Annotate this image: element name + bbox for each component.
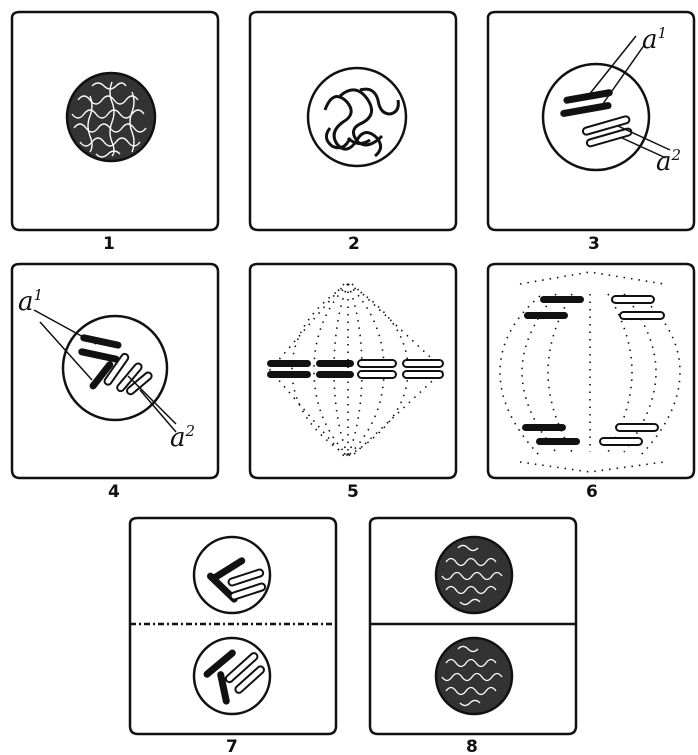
chromosomes-maternal: [224, 569, 266, 695]
chromosomes-maternal: [582, 116, 632, 148]
chromosomes-paternal: [522, 296, 584, 445]
panel-7: 7: [130, 518, 336, 755]
cell-wall: [488, 264, 694, 478]
cell-wall: [130, 518, 336, 734]
chromosomes-paternal: [560, 89, 614, 118]
panel-number: 8: [466, 737, 478, 755]
chromosomes-maternal: [600, 296, 664, 445]
panel-4: a1 a2 4: [12, 264, 218, 502]
spireme-thread: [325, 89, 398, 156]
nucleus: [308, 68, 406, 166]
panel-6: 6: [488, 264, 694, 502]
panel-number: 2: [348, 234, 360, 254]
label-a1: a1: [642, 24, 667, 55]
panel-3: a1 a2 3: [488, 12, 694, 254]
panel-number: 4: [108, 482, 120, 502]
panel-5: 5: [250, 264, 456, 502]
label-a2: a2: [656, 146, 681, 177]
chromosomes-maternal: [358, 360, 443, 378]
panel-number: 1: [103, 234, 115, 254]
panel-number: 5: [347, 482, 359, 502]
cell-wall: [488, 12, 694, 230]
chromosomes-paternal: [78, 334, 123, 391]
panel-8: 8: [370, 518, 576, 755]
label-a2: a2: [170, 422, 195, 453]
panel-number: 6: [586, 482, 598, 502]
nucleus: [543, 64, 649, 170]
panel-2: 2: [250, 12, 456, 254]
panel-number: 3: [588, 234, 600, 254]
cell-wall: [250, 12, 456, 230]
panel-number: 7: [226, 737, 238, 755]
panel-1: 1: [12, 12, 218, 254]
chromosomes-paternal: [267, 360, 354, 378]
